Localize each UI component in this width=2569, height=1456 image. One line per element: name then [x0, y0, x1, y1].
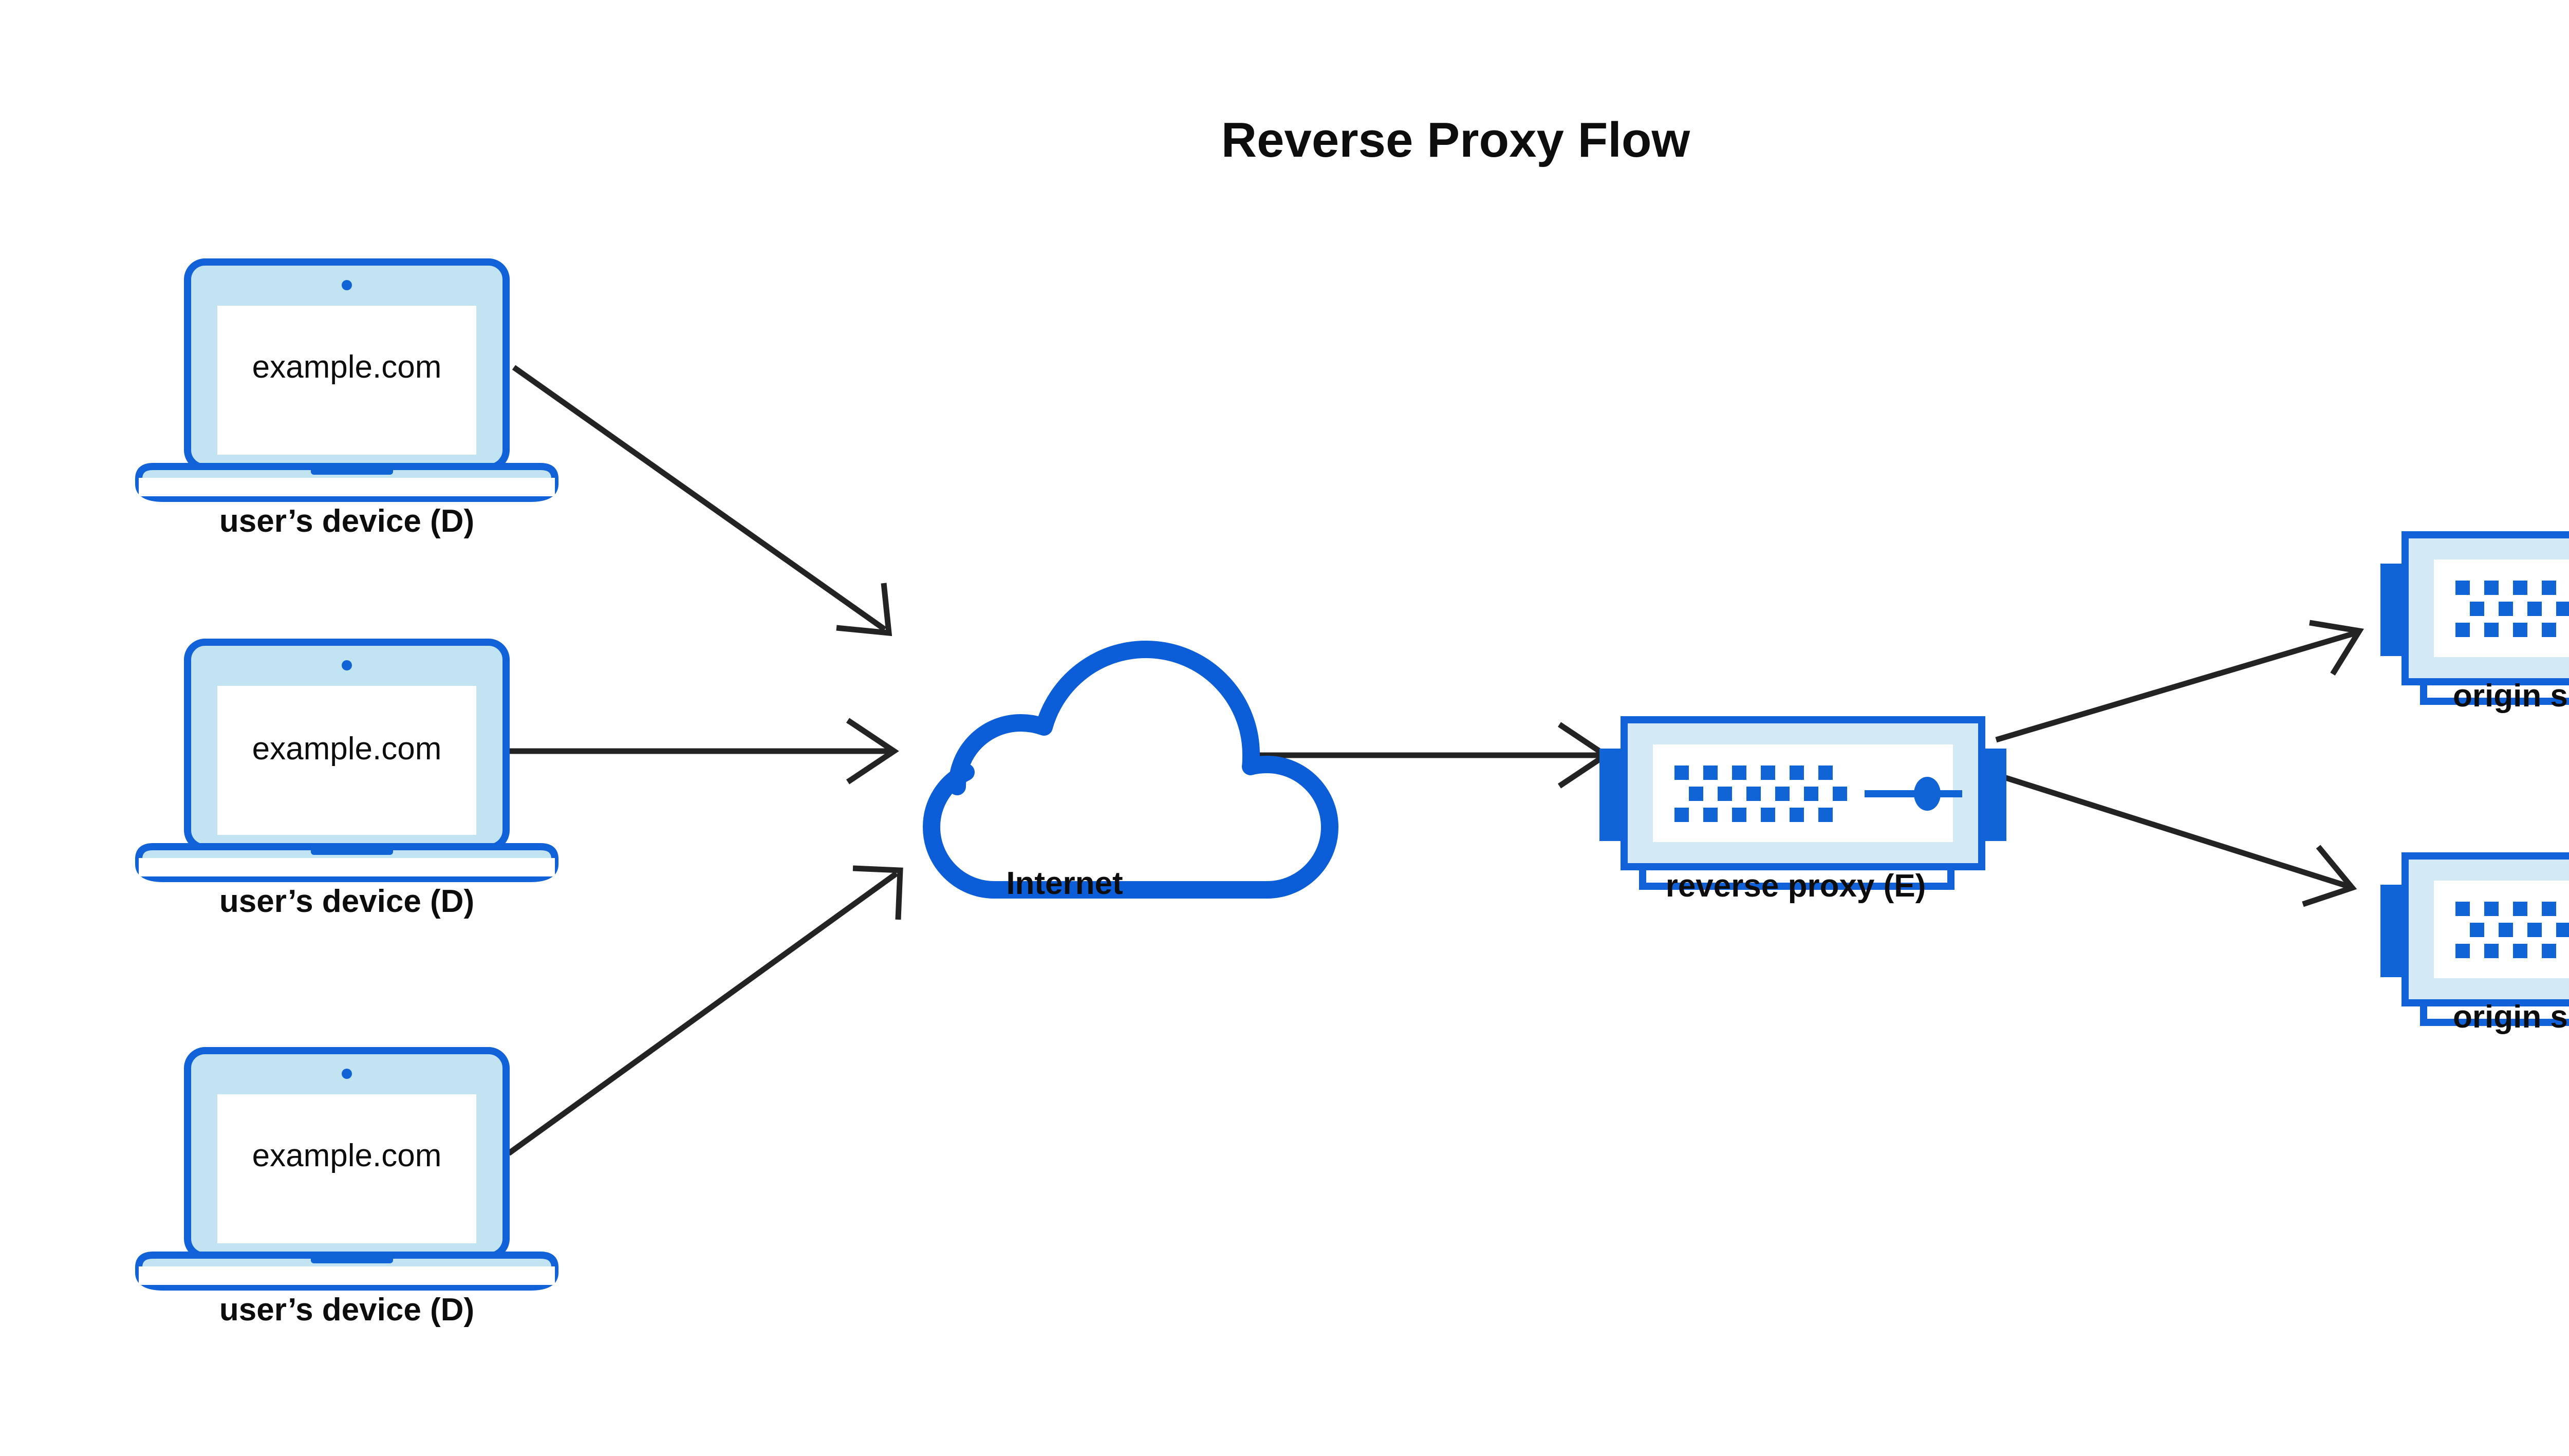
device-label: user’s device (D)	[219, 503, 474, 539]
connection-device3-to-internet	[507, 865, 903, 1156]
device-screen-text: example.com	[252, 731, 442, 767]
node-origin-server-1[interactable]: origin server (F)	[2380, 535, 2569, 714]
connection-proxy-to-origin2	[1995, 772, 2357, 907]
node-user-device-3[interactable]: example.com user’s device (D)	[139, 1051, 555, 1328]
origin-label: origin server (F)	[2453, 678, 2569, 714]
device-screen-text: example.com	[252, 1138, 442, 1173]
cloud-icon	[932, 649, 1330, 890]
server-icon	[2380, 535, 2569, 701]
node-internet-cloud[interactable]: Internet	[932, 649, 1330, 901]
node-user-device-1[interactable]: example.com user’s device (D)	[139, 262, 555, 539]
proxy-label: reverse proxy (E)	[1666, 868, 1926, 904]
server-icon	[1599, 720, 2006, 886]
page-title: Reverse Proxy Flow	[1221, 113, 1690, 167]
device-label: user’s device (D)	[219, 1292, 474, 1328]
device-label: user’s device (D)	[219, 884, 474, 919]
origin-label: origin server (F)	[2453, 999, 2569, 1035]
connection-proxy-to-origin1	[1995, 620, 2365, 743]
node-origin-server-2[interactable]: origin server (F)	[2380, 856, 2569, 1035]
connection-device1-to-internet	[512, 365, 892, 637]
server-icon	[2380, 856, 2569, 1022]
connection-device2-to-internet	[504, 718, 899, 785]
device-screen-text: example.com	[252, 349, 442, 385]
cloud-label: Internet	[1006, 866, 1123, 901]
node-reverse-proxy[interactable]: reverse proxy (E)	[1599, 720, 2006, 904]
node-user-device-2[interactable]: example.com user’s device (D)	[139, 642, 555, 919]
